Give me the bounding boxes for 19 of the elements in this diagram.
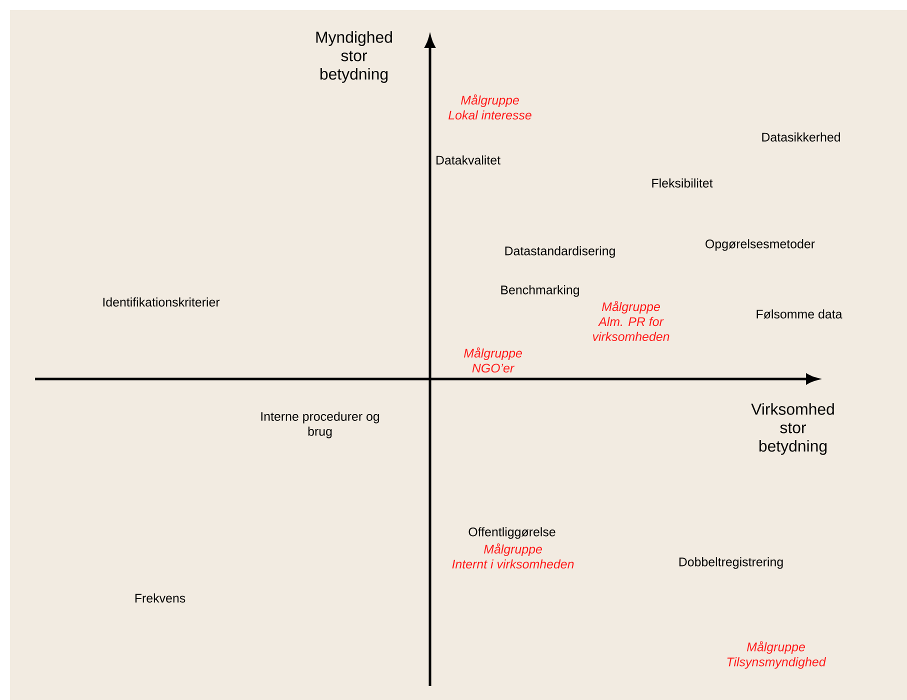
factor-label: Frekvens xyxy=(135,593,186,603)
target-group-label: Målgruppe NGO’er xyxy=(464,347,522,373)
target-group-label: Målgruppe Lokal interesse xyxy=(448,94,532,120)
factor-label: Offentliggørelse xyxy=(468,527,556,539)
factor-label: Interne procedurer og brug xyxy=(261,412,380,438)
target-group-label: Målgruppe Tilsynsmyndighed xyxy=(727,641,826,669)
factor-label: Dobbeltregistrering xyxy=(679,557,783,569)
axis-label: Virksomhed stor betydning xyxy=(751,403,834,455)
target-group-label: Målgruppe Alm. PR for virksomheden xyxy=(592,300,670,342)
factor-label: Datastandardisering xyxy=(505,246,615,258)
target-group-label: Målgruppe Internt i virksomheden xyxy=(452,543,574,569)
factor-label: Fleksibilitet xyxy=(652,178,713,188)
axis-label: Myndighed stor betydning xyxy=(316,31,392,83)
factor-label: Identifikationskriterier xyxy=(103,297,220,307)
factor-label: Datakvalitet xyxy=(436,155,500,165)
factor-label: Datasikkerhed xyxy=(762,132,840,142)
factor-label: Opgørelsesmetoder xyxy=(706,239,815,251)
factor-label: Følsomme data xyxy=(756,309,842,319)
factor-label: Benchmarking xyxy=(501,285,579,297)
